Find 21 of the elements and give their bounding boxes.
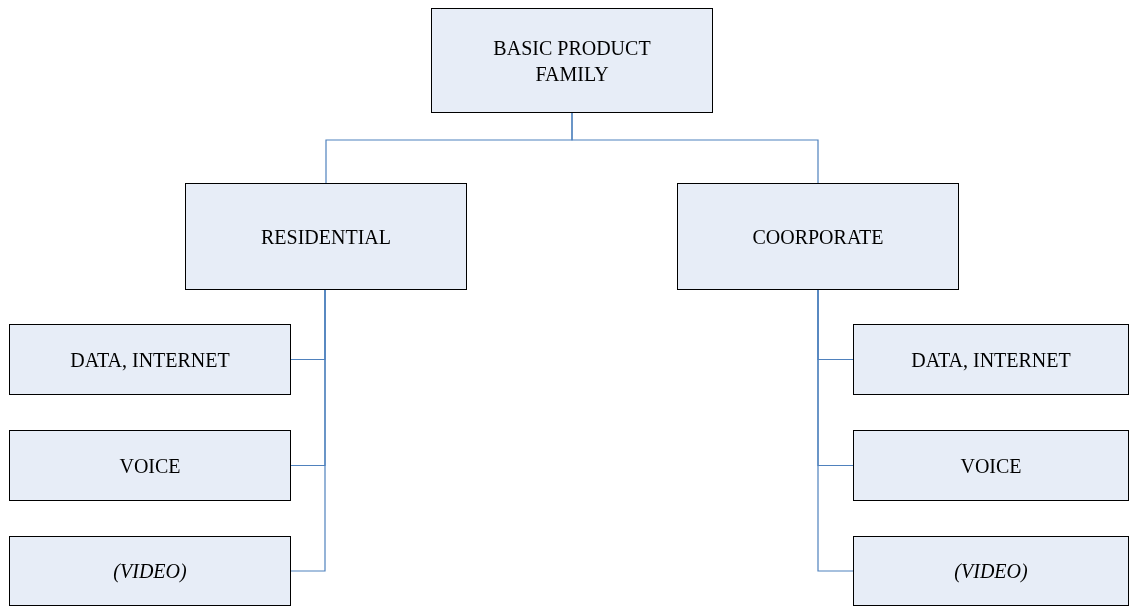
box-label: (VIDEO) (112, 559, 188, 584)
box-label: VOICE (118, 453, 182, 479)
connector-line (290, 289, 326, 572)
box-label: COORPORATE (751, 224, 885, 250)
org-box (9, 324, 291, 395)
box-label: BASIC PRODUCT FAMILY (492, 35, 652, 87)
connector-line (817, 289, 854, 572)
box-label: (VIDEO) (953, 559, 1029, 584)
connector-line (571, 112, 819, 184)
org-box (853, 430, 1129, 501)
org-box (185, 183, 467, 290)
box-label: DATA, INTERNET (69, 347, 231, 373)
box-label: DATA, INTERNET (910, 347, 1072, 373)
org-box (853, 536, 1129, 606)
box-label: RESIDENTIAL (260, 224, 392, 250)
org-box (431, 8, 713, 113)
org-box (9, 430, 291, 501)
org-box (677, 183, 959, 290)
box-label: VOICE (959, 453, 1023, 479)
org-box (9, 536, 291, 606)
org-box (853, 324, 1129, 395)
